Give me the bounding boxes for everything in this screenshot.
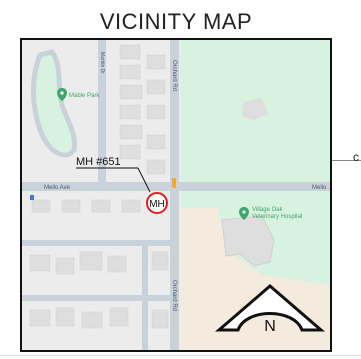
side-street-label: Marble Dr [99, 52, 105, 74]
adjacent-sheet-text: c [353, 150, 359, 164]
manhole-marker-text: MH [149, 199, 165, 210]
horizontal-road-label-east: Mello [312, 185, 327, 191]
adjacent-sheet-rule [332, 160, 361, 161]
vicinity-map-frame[interactable]: Mello Ave Mello Orchard Rd Orchard Rd Ma… [20, 38, 332, 352]
vertical-road-label-south: Orchard Rd [171, 280, 177, 311]
manhole-callout-label: MH #651 [76, 156, 121, 168]
map-title: VICINITY MAP [99, 9, 253, 34]
hospital-label-line1: Village Oak [252, 207, 284, 213]
residential-buildings [29, 44, 169, 329]
park-label: Mable Park [69, 93, 100, 99]
lane-2 [22, 295, 172, 301]
bottom-rule [0, 355, 361, 356]
horizontal-road-label: Mello Ave [44, 185, 71, 191]
manhole-marker[interactable] [146, 192, 168, 214]
side-street [98, 40, 106, 185]
transit-stop-icon [30, 195, 34, 200]
hospital-pin-icon[interactable] [239, 207, 249, 220]
callout-leader [137, 167, 151, 193]
traffic-signal-icon [172, 178, 176, 188]
north-arrow-icon [214, 284, 326, 332]
hospital-building [221, 215, 275, 267]
building-north [242, 98, 268, 120]
park-loop [31, 49, 78, 158]
map-canvas[interactable]: Mello Ave Mello Orchard Rd Orchard Rd Ma… [22, 40, 330, 350]
hospital-label-line2: Veterinary Hospital [252, 214, 302, 220]
lane-3 [142, 240, 148, 350]
lane-1 [22, 240, 172, 246]
park-pin-icon[interactable] [57, 88, 67, 101]
vertical-road [170, 40, 179, 350]
north-arrow-letter: N [264, 318, 276, 335]
vertical-road-label-north: Orchard Rd [171, 60, 177, 91]
